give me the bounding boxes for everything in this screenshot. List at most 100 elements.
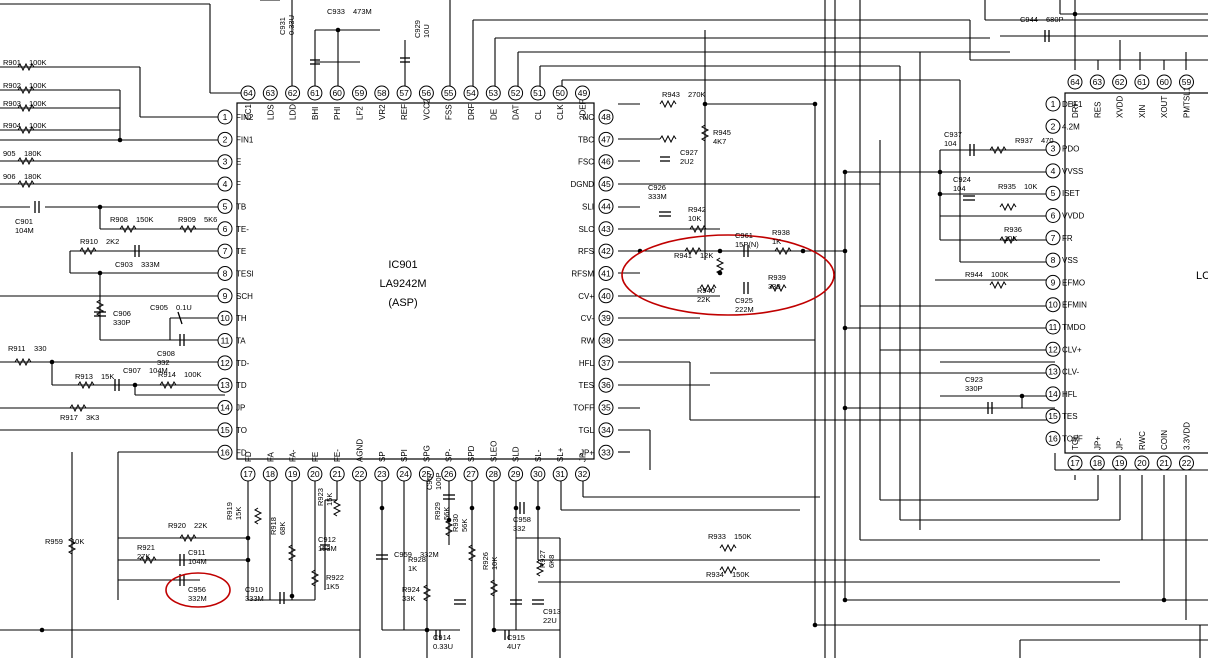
component-value: 104M xyxy=(188,557,207,566)
pin-label: HFL xyxy=(579,359,595,368)
pin-circle xyxy=(1045,230,1061,246)
pin-number: 7 xyxy=(223,246,228,256)
pin-number: 23 xyxy=(377,469,387,479)
pin-label: LDS xyxy=(266,104,275,120)
pin-circle xyxy=(1045,96,1061,112)
pin-number: 16 xyxy=(1048,434,1058,444)
component-ref: R939 xyxy=(768,273,786,282)
pin-circle xyxy=(1045,386,1061,402)
pin-label: CLV- xyxy=(1062,368,1080,377)
component-ref: C958 xyxy=(513,515,531,524)
pin-number: 52 xyxy=(511,88,521,98)
pin-circle xyxy=(1045,163,1061,179)
component-value: 22U xyxy=(543,616,557,625)
component-ref: R929 xyxy=(433,502,442,520)
pin-label: CV- xyxy=(581,314,595,323)
component-ref: C923 xyxy=(965,375,983,384)
component-value: 473M xyxy=(353,7,372,16)
pin-circle xyxy=(598,221,614,237)
component-value: 15P(N) xyxy=(735,240,759,249)
pin-circle xyxy=(552,466,568,482)
pin-label: SLEO xyxy=(489,441,498,462)
pin-number: 33 xyxy=(601,447,611,457)
component-value: 104M xyxy=(15,226,34,235)
component-value: 10U xyxy=(422,24,431,38)
pin-label: PMTSL1 xyxy=(1183,86,1192,118)
pin-circle xyxy=(441,466,457,482)
component-value: 222M xyxy=(735,305,754,314)
pin-label: RFS xyxy=(578,247,594,256)
pin-label: TE- xyxy=(236,225,249,234)
pin-circle xyxy=(598,198,614,214)
component-ref: R909 xyxy=(178,215,196,224)
component-value: 150K xyxy=(732,570,750,579)
pin-label: JP+ xyxy=(580,448,594,457)
pin-circle xyxy=(217,310,233,326)
pin-number: 3 xyxy=(223,157,228,167)
component-ref: C956 xyxy=(188,585,206,594)
pin-circle xyxy=(1179,455,1194,471)
pin-number: 46 xyxy=(601,157,611,167)
pin-circle xyxy=(1045,364,1061,380)
pin-label: TES xyxy=(578,381,594,390)
component-ref: C913 xyxy=(543,607,561,616)
pin-circle xyxy=(598,109,614,125)
pin-label: F xyxy=(236,180,241,189)
pin-number: 22 xyxy=(1182,458,1192,468)
component-value: 180K xyxy=(24,149,42,158)
pin-circle xyxy=(1156,74,1172,90)
pin-circle xyxy=(530,85,546,101)
pin-circle xyxy=(1045,408,1061,424)
pin-label: SLD xyxy=(512,446,521,462)
pin-circle xyxy=(307,85,323,101)
pin-number: 56 xyxy=(422,88,432,98)
component-ref: C959 xyxy=(394,550,412,559)
pin-number: 43 xyxy=(601,224,611,234)
pin-label: VR2 xyxy=(378,104,387,120)
component-ref: R935 xyxy=(998,182,1016,191)
component-ref: 906 xyxy=(3,172,16,181)
pin-circle xyxy=(1112,74,1128,90)
component-value: 22K xyxy=(194,521,207,530)
pin-number: 6 xyxy=(1051,211,1056,221)
pin-number: 14 xyxy=(1048,389,1058,399)
component-value: 0.33U xyxy=(433,642,453,651)
pin-circle xyxy=(1134,74,1150,90)
pin-number: 62 xyxy=(288,88,298,98)
component-value: 22K xyxy=(697,295,710,304)
pin-label: DRF xyxy=(467,103,476,120)
pin-number: 61 xyxy=(310,88,320,98)
pin-circle xyxy=(598,176,614,192)
component-value: 100K xyxy=(29,81,47,90)
component-value: 100K xyxy=(184,370,202,379)
pin-label: XOUT xyxy=(1160,96,1169,118)
pin-number: 25 xyxy=(422,469,432,479)
pin-number: 13 xyxy=(1048,367,1058,377)
pin-label: CLV+ xyxy=(1062,345,1082,354)
pin-number: 5 xyxy=(223,201,228,211)
pin-label: DE xyxy=(489,109,498,120)
pin-circle xyxy=(217,109,233,125)
component-ref: R922 xyxy=(326,573,344,582)
ic2-edge-label: LC xyxy=(1196,270,1208,282)
component-ref: R911 xyxy=(8,344,25,353)
component-ref: C910 xyxy=(245,585,263,594)
pin-label: TESI xyxy=(236,269,254,278)
pin-number: 11 xyxy=(1049,322,1058,332)
pin-label: CLK xyxy=(556,104,565,120)
